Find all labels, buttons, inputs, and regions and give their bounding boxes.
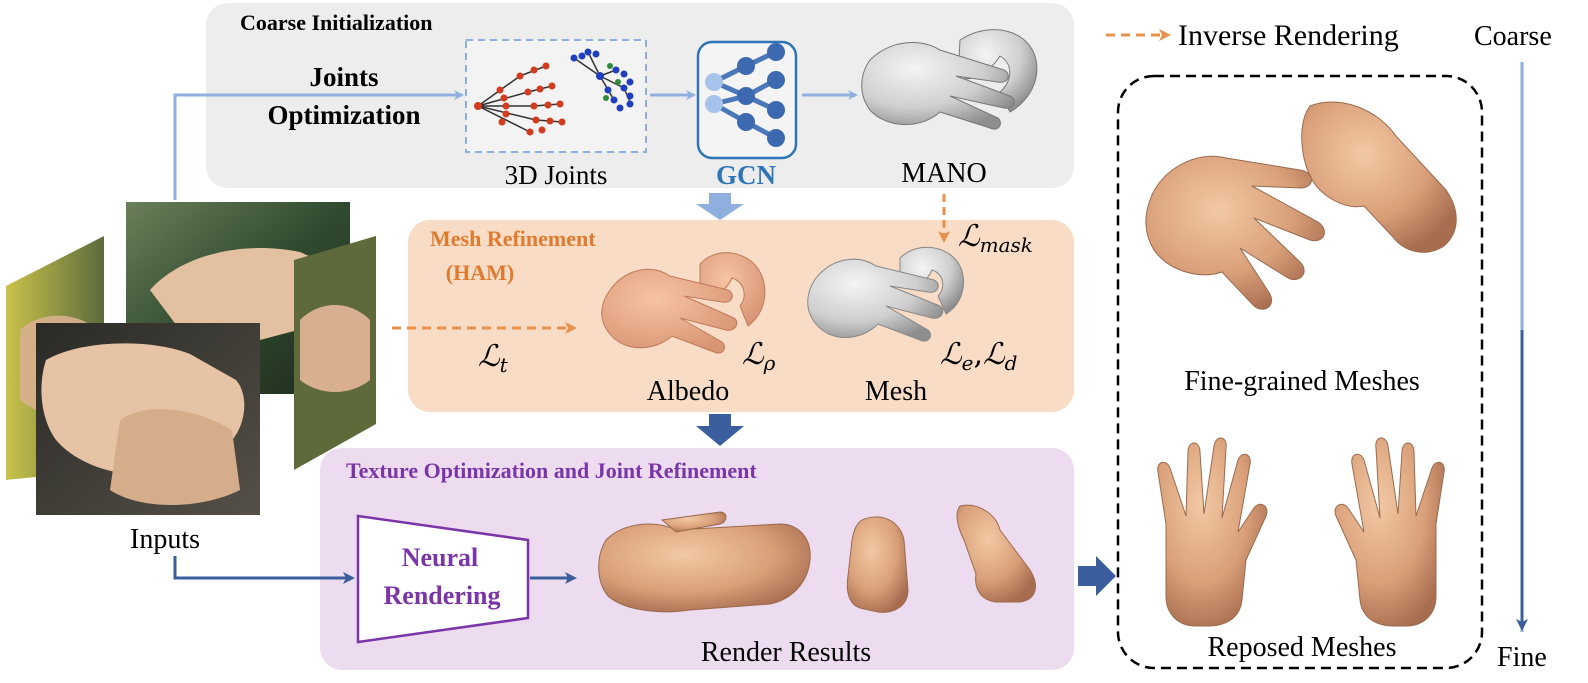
- fine-grained-mesh-image: [1145, 101, 1457, 310]
- texture-to-output-arrow: [1078, 556, 1116, 596]
- gcn-to-refinement-arrow: [696, 193, 744, 220]
- neural-rendering-block: [356, 514, 530, 644]
- refinement-to-texture-arrow: [696, 414, 744, 446]
- reposed-meshes-label: Reposed Meshes: [1208, 632, 1397, 663]
- mano-label: MANO: [901, 158, 987, 189]
- texture-optimization-title: Texture Optimization and Joint Refinemen…: [346, 458, 757, 483]
- refined-mesh-hand-image: [807, 246, 964, 342]
- loss-t: ℒt: [478, 339, 509, 377]
- coarse-label: Coarse: [1474, 21, 1552, 52]
- loss-rho: ℒρ: [742, 337, 776, 375]
- neural-rendering-label-2: Rendering: [384, 581, 501, 610]
- render-result-hand-3: [956, 504, 1036, 603]
- fine-grained-meshes-label: Fine-grained Meshes: [1184, 366, 1420, 397]
- gcn-label: GCN: [716, 160, 777, 190]
- render-results-label: Render Results: [701, 637, 871, 668]
- input-photos-stack: [6, 202, 376, 515]
- albedo-label: Albedo: [647, 376, 729, 407]
- render-result-hand-2: [846, 516, 909, 613]
- joints-3d-box: [465, 39, 647, 153]
- coarse-init-title: Coarse Initialization: [240, 10, 433, 35]
- fine-label: Fine: [1497, 642, 1547, 673]
- loss-e-d: ℒe,ℒd: [940, 337, 1017, 375]
- mesh-label: Mesh: [865, 376, 927, 407]
- mesh-refinement-ham: (HAM): [446, 260, 514, 285]
- mano-hand-mesh-image: [861, 29, 1038, 130]
- loss-mask: ℒmask: [958, 219, 1033, 257]
- reposed-mesh-right-image: [1334, 437, 1445, 627]
- mesh-refinement-title: Mesh Refinement: [430, 226, 596, 251]
- coarse-init-panel: [206, 3, 1074, 188]
- neural-rendering-label-1: Neural: [402, 543, 479, 572]
- inputs-to-joints-arrow: [173, 90, 464, 200]
- joints-3d-label: 3D Joints: [505, 160, 608, 190]
- joints-optimization-label-2: Optimization: [268, 100, 421, 130]
- render-result-hand-1: [598, 511, 811, 613]
- blue-joint-skeleton-icon: [570, 48, 634, 112]
- gcn-network-icon: [696, 40, 798, 160]
- albedo-hand-image: [601, 252, 766, 354]
- reposed-mesh-left-image: [1157, 437, 1268, 627]
- inputs-to-neural-rendering-arrow: [173, 556, 355, 584]
- inverse-rendering-legend-label: Inverse Rendering: [1178, 19, 1399, 52]
- joints-optimization-label-1: Joints: [309, 62, 378, 92]
- red-joint-skeleton-icon: [474, 62, 566, 136]
- output-meshes-box: [1116, 74, 1484, 670]
- inputs-label: Inputs: [130, 524, 200, 555]
